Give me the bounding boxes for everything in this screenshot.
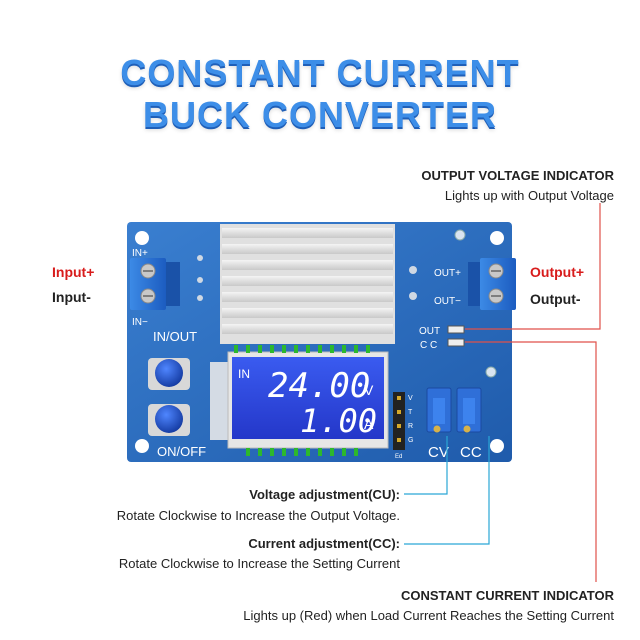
voltage-adjust-title: Voltage adjustment(CU): — [249, 487, 400, 502]
pin-label-r: R — [408, 423, 413, 430]
silk-on-off: ON/OFF — [157, 444, 206, 459]
pin-label-g: G — [408, 437, 413, 444]
output-terminal-block[interactable] — [468, 258, 516, 310]
mount-hole — [490, 231, 504, 245]
input-terminal-block[interactable] — [130, 258, 180, 310]
constant-current-led — [447, 338, 465, 347]
screw-hole — [485, 366, 497, 378]
silk-in-minus: IN− — [132, 317, 148, 328]
input-plus-label: Input+ — [52, 264, 95, 280]
lcd-in-label: IN — [238, 367, 250, 381]
cci-title: CONSTANT CURRENT INDICATOR — [400, 588, 614, 603]
ca-callout-line — [404, 436, 490, 545]
voltage-adjust-description: Rotate Clockwise to Increase the Output … — [116, 508, 400, 523]
lcd-module — [210, 351, 389, 449]
lcd-pin-header-bottom — [246, 448, 358, 456]
screw-hole — [454, 229, 466, 241]
lcd-voltage-unit: V — [364, 382, 374, 398]
silk-in-out: IN/OUT — [153, 329, 197, 344]
mount-hole — [490, 439, 504, 453]
silk-out-minus: OUT− — [434, 296, 461, 307]
via — [409, 292, 417, 300]
silk-out-plus: OUT+ — [434, 268, 461, 279]
in-out-button[interactable] — [148, 358, 190, 390]
cci-description: Lights up (Red) when Load Current Reache… — [243, 608, 614, 623]
on-off-button[interactable] — [148, 404, 190, 436]
lcd-current-value: 1.00 — [300, 402, 377, 440]
pin-label-ed: Ed — [395, 454, 402, 460]
mount-hole — [135, 439, 149, 453]
silk-cv: CV — [428, 444, 449, 461]
pin-label-t: T — [408, 409, 413, 416]
cv-potentiometer[interactable] — [426, 387, 452, 433]
cc-potentiometer[interactable] — [456, 387, 482, 433]
ovi-description: Lights up with Output Voltage — [444, 188, 614, 203]
output-minus-label: Output- — [530, 291, 581, 307]
current-adjust-title: Current adjustment(CC): — [248, 536, 400, 551]
current-adjust-description: Rotate Clockwise to Increase the Setting… — [118, 556, 400, 571]
pin-label-v: V — [408, 395, 413, 402]
silk-out-led: OUT — [419, 326, 440, 337]
side-pin-header — [393, 392, 405, 450]
via — [197, 255, 203, 261]
via — [197, 277, 203, 283]
input-minus-label: Input- — [52, 289, 91, 305]
ovi-callout-line — [465, 203, 601, 330]
lcd-pin-header-top — [234, 345, 370, 353]
title-line-1: CONSTANT CURRENT — [120, 52, 520, 93]
silk-cc-led: C C — [420, 340, 437, 351]
va-callout-line — [404, 436, 448, 495]
output-plus-label: Output+ — [530, 264, 585, 280]
ovi-title: OUTPUT VOLTAGE INDICATOR — [421, 168, 614, 183]
via — [197, 295, 203, 301]
via — [409, 266, 417, 274]
silk-cc: CC — [460, 444, 482, 461]
heatsink — [220, 224, 395, 344]
title-line-2: BUCK CONVERTER — [142, 94, 497, 135]
lcd-voltage-value: 24.00 — [268, 366, 370, 406]
cci-callout-line — [465, 341, 597, 582]
callout-lines — [404, 203, 601, 582]
lcd-current-unit: A — [364, 416, 374, 432]
output-voltage-led — [447, 325, 465, 334]
mount-hole — [135, 231, 149, 245]
silk-in-plus: IN+ — [132, 248, 148, 259]
